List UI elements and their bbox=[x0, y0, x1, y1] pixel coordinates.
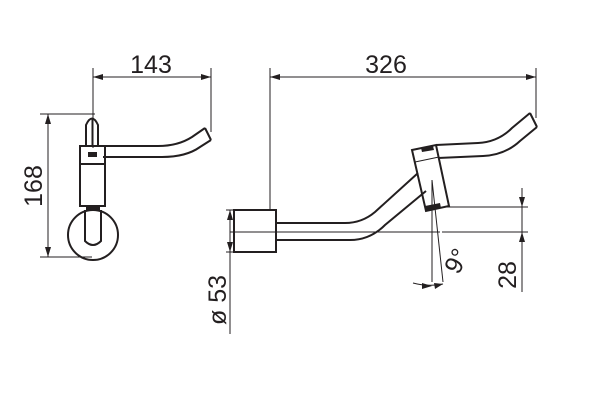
dimension-326: 326 bbox=[269, 51, 537, 210]
dimension-168: 168 bbox=[20, 113, 95, 258]
dimension-diameter-53-label: ø 53 bbox=[204, 275, 232, 325]
dimension-326-label: 326 bbox=[365, 51, 407, 79]
front-view-centerlines bbox=[230, 179, 444, 283]
front-view-lever bbox=[435, 112, 538, 159]
dimension-143: 143 bbox=[92, 51, 212, 148]
side-view-spout bbox=[103, 127, 212, 158]
front-view-head bbox=[410, 143, 451, 213]
dimension-168-label: 168 bbox=[20, 165, 48, 207]
dimension-angle-9: 9° bbox=[412, 244, 475, 289]
side-view-body bbox=[79, 152, 106, 211]
dimension-28-label: 28 bbox=[494, 261, 522, 289]
dimension-143-label: 143 bbox=[130, 51, 172, 79]
front-view-flange bbox=[233, 209, 277, 253]
side-view: 143 168 bbox=[20, 51, 212, 261]
dimension-angle-9-label: 9° bbox=[439, 244, 475, 278]
front-view-spout bbox=[276, 172, 427, 241]
side-view-flange bbox=[67, 209, 119, 261]
dimension-diameter-53: ø 53 bbox=[204, 209, 234, 334]
front-view: 326 ø 53 28 9° bbox=[204, 51, 538, 334]
dimension-28: 28 bbox=[442, 188, 528, 292]
